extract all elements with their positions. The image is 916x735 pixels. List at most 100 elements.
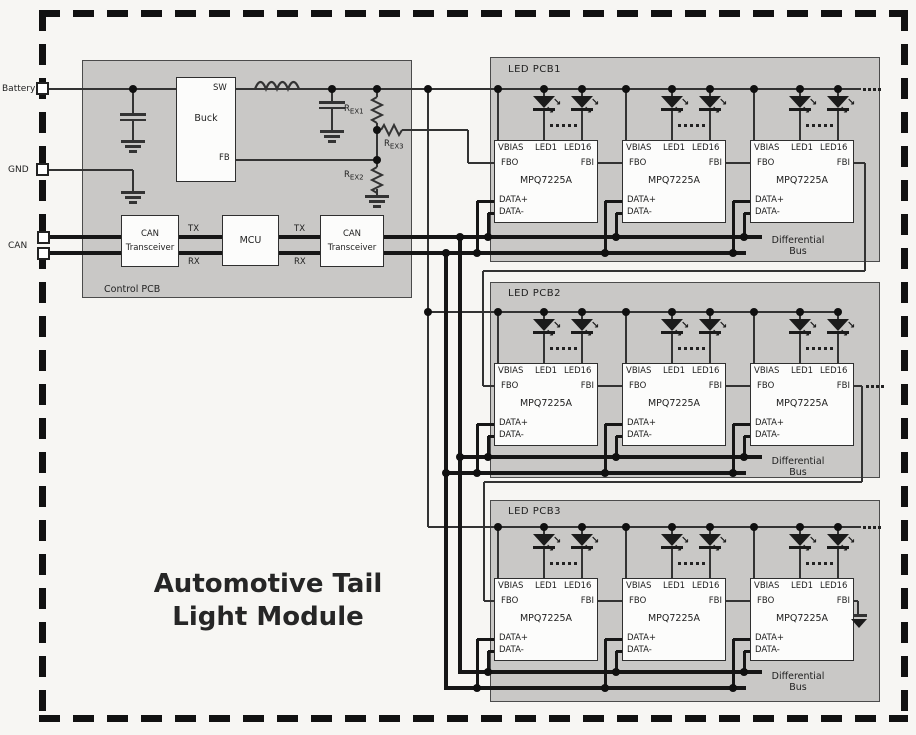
vbias-pin-wire: [625, 527, 627, 578]
led-light-arrow: ↘: [546, 543, 555, 554]
junction-dot: [622, 308, 630, 316]
junction-dot: [668, 85, 676, 93]
vbias-pin-wire: [753, 527, 755, 578]
junction-dot: [622, 523, 630, 531]
led-light-arrow: ↘: [809, 97, 818, 108]
gnd-label: GND: [8, 165, 29, 175]
outer-dashed-border-right: [901, 10, 908, 722]
junction-dot: [578, 523, 586, 531]
vbias-pin-label: VBIAS: [498, 366, 524, 376]
led-cathode-wire: [837, 548, 839, 578]
junction-dot: [612, 668, 620, 676]
ellipsis-dot: [806, 124, 809, 127]
differential-bus-line: [460, 455, 762, 459]
led-light-arrow: ↘: [802, 328, 811, 339]
vbias-pin-wire: [497, 527, 499, 578]
led-light-arrow: ↘: [840, 105, 849, 116]
ellipsis-dot: [818, 562, 821, 565]
output-cap-wire: [331, 109, 333, 130]
fbo-pin-label: FBO: [757, 158, 775, 168]
ellipsis-dot: [824, 562, 827, 565]
led-cathode-wire: [709, 110, 711, 140]
led-cathode-bar: [827, 331, 849, 334]
junction-dot: [494, 308, 502, 316]
can-terminal-high: [37, 231, 50, 244]
module-title-line1: Automotive Tail: [153, 569, 383, 599]
can-transceiver1-line1: CAN: [140, 229, 160, 239]
led16-pin-label: LED16: [820, 366, 848, 376]
junction-dot: [706, 308, 714, 316]
ellipsis-dot: [812, 562, 815, 565]
feedback-node-wire: [376, 123, 378, 167]
ground-icon: [369, 200, 385, 203]
capacitor-icon: [120, 113, 146, 116]
led-cathode-bar: [827, 546, 849, 549]
junction-dot: [729, 249, 737, 257]
mpq7225a-chip: [494, 363, 598, 446]
junction-dot: [442, 469, 450, 477]
led-light-arrow: ↘: [712, 543, 721, 554]
ellipsis-dot: [550, 347, 553, 350]
junction-dot: [578, 85, 586, 93]
ground-icon: [129, 201, 137, 204]
mpq7225a-chip: [622, 140, 726, 223]
gnd-terminal: [36, 163, 49, 176]
led1-pin-label: LED1: [791, 366, 814, 376]
junction-dot: [473, 249, 481, 257]
ellipsis-dot: [878, 88, 881, 91]
resistor-rex1-label: REX1: [344, 104, 364, 116]
outer-dashed-border-top: [39, 10, 908, 17]
led-light-arrow: ↘: [719, 97, 728, 108]
led16-pin-label: LED16: [820, 143, 848, 153]
chip-part-label: MPQ7225A: [519, 398, 573, 409]
led-light-arrow: ↘: [591, 320, 600, 331]
fbi-chain-wire: [726, 385, 750, 387]
ellipsis-dot: [684, 124, 687, 127]
junction-dot: [601, 249, 609, 257]
chip-part-label: MPQ7225A: [647, 613, 701, 624]
led-cathode-bar: [571, 108, 593, 111]
data-minus-tap: [742, 436, 746, 457]
led16-pin-label: LED16: [692, 143, 720, 153]
junction-dot: [473, 684, 481, 692]
junction-dot: [668, 523, 676, 531]
capacitor-icon: [319, 101, 345, 104]
module-title-line2: Light Module: [172, 602, 364, 632]
fbi-pin-label: FBI: [708, 596, 722, 606]
vbias-pin-label: VBIAS: [498, 143, 524, 153]
buck-fb-pin-label: FB: [219, 153, 230, 163]
data-plus-tap: [477, 199, 494, 203]
led-icon: [827, 96, 849, 108]
fbi-chain-wire: [484, 600, 494, 602]
ellipsis-dot: [863, 526, 866, 529]
fbi-chain-wire: [854, 385, 862, 387]
ellipsis-dot: [866, 385, 869, 388]
led-icon: [533, 96, 555, 108]
led-light-arrow: ↘: [712, 105, 721, 116]
ellipsis-dot: [812, 347, 815, 350]
outer-dashed-border-bottom: [39, 715, 908, 722]
fbi-pin-label: FBI: [580, 596, 594, 606]
led-light-arrow: ↘: [719, 535, 728, 546]
can-transceiver2-box: CAN Transceiver: [320, 215, 384, 267]
led16-pin-label: LED16: [692, 366, 720, 376]
led-cathode-wire: [799, 548, 801, 578]
junction-dot: [328, 85, 336, 93]
chip-part-label: MPQ7225A: [647, 398, 701, 409]
led-cathode-bar: [571, 546, 593, 549]
data-plus-pin-label: DATA+: [755, 195, 785, 205]
can-terminal-low: [37, 247, 50, 260]
rx-label-2: RX: [294, 257, 306, 267]
mcu-label: MCU: [239, 235, 262, 246]
ellipsis-dot: [562, 124, 565, 127]
data-plus-tap: [733, 199, 750, 203]
capacitor-icon: [319, 106, 345, 109]
ellipsis-dot: [824, 124, 827, 127]
ground-icon: [324, 135, 340, 138]
led-icon: [699, 319, 721, 331]
junction-dot: [796, 523, 804, 531]
led-icon: [661, 319, 683, 331]
ground-icon: [125, 145, 141, 148]
led-icon: [571, 319, 593, 331]
can-bus-line: [179, 235, 223, 239]
